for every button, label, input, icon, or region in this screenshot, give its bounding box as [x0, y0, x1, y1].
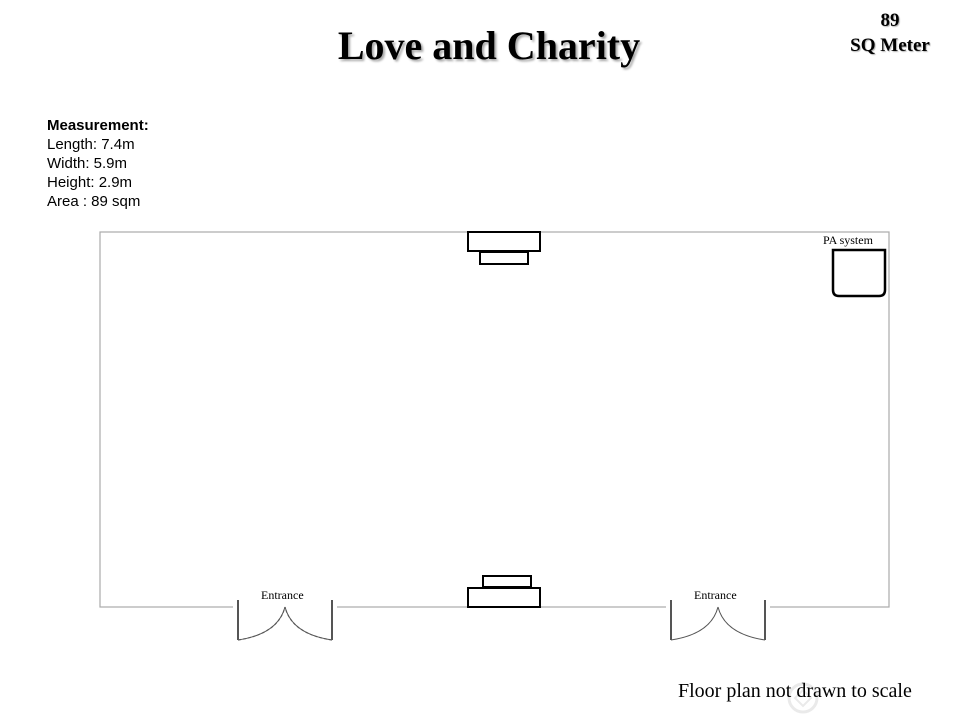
measurement-length: Length: 7.4m	[47, 136, 135, 153]
bottom-stage-step	[482, 575, 532, 588]
area-badge: 89 SQ Meter	[826, 8, 954, 58]
measurement-area: Area : 89 sqm	[47, 193, 141, 210]
bottom-stage-front	[467, 587, 541, 608]
top-stage-step	[479, 251, 529, 265]
area-value: 89	[880, 10, 900, 31]
top-stage	[467, 231, 541, 265]
room-outline	[99, 231, 890, 608]
measurement-heading: Measurement:	[47, 117, 149, 134]
logo-watermark-icon	[787, 682, 819, 714]
pa-system-icon	[831, 248, 887, 298]
measurement-panel: Measurement: Length: 7.4m Width: 5.9m He…	[47, 116, 149, 211]
bottom-stage	[467, 575, 541, 608]
area-unit: SQ Meter	[850, 35, 930, 56]
top-stage-front	[467, 231, 541, 252]
entrance-left-label: Entrance	[261, 588, 304, 602]
pa-system-label: PA system	[823, 233, 873, 247]
page-title: Love and Charity	[337, 23, 641, 68]
measurement-width: Width: 5.9m	[47, 155, 128, 172]
entrance-right-door	[666, 600, 770, 641]
entrance-right-label: Entrance	[694, 588, 737, 602]
measurement-height: Height: 2.9m	[47, 174, 133, 191]
scale-note: Floor plan not drawn to scale	[678, 680, 912, 702]
entrance-left-door	[233, 600, 337, 641]
